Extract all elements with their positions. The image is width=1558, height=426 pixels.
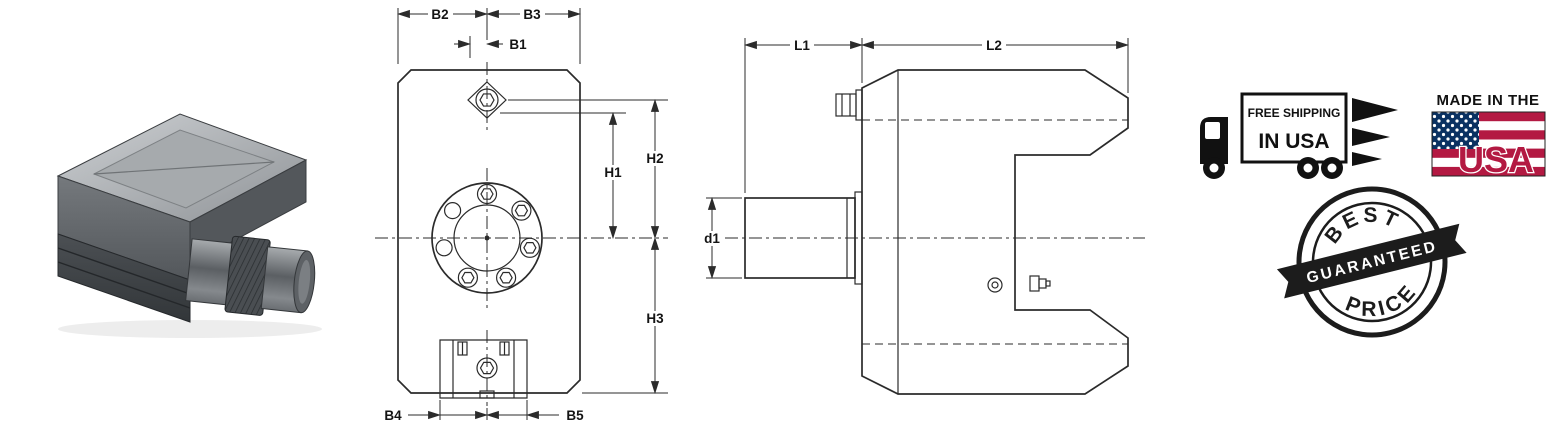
flange-bolt-circle	[431, 182, 543, 294]
made-in-usa-badge: MADE IN THE USA	[1431, 92, 1546, 181]
dim-label-b3: B3	[523, 7, 541, 22]
side-view-drawing: L1 L2 d1	[699, 37, 1145, 395]
free-shipping-text: FREE SHIPPING	[1248, 106, 1341, 120]
dimension-d1: d1	[699, 196, 742, 280]
dimension-h1-h2-h3: H1 H2 H3	[500, 98, 669, 395]
dim-label-l1: L1	[794, 38, 810, 53]
grease-fitting	[1029, 275, 1051, 292]
stamp-banner	[1276, 223, 1467, 299]
round-stamp-icon	[1276, 186, 1467, 338]
best-price-stamp: BEST GUARANTEED PRICE	[1276, 186, 1467, 338]
side-body-outline	[861, 69, 1129, 395]
photo-shadow	[58, 320, 322, 338]
dimension-l1-l2: L1 L2	[743, 37, 1130, 193]
dim-label-l2: L2	[986, 38, 1002, 53]
made-in-the-text: MADE IN THE	[1437, 92, 1540, 109]
in-usa-text: IN USA	[1258, 130, 1329, 153]
dimension-b4-b5: B4 B5	[380, 400, 588, 423]
tool-holder-body	[56, 113, 308, 323]
free-shipping-badge: FREE SHIPPING IN USA	[1200, 92, 1398, 179]
side-hole	[987, 277, 1003, 293]
top-clamp-screw	[467, 81, 507, 119]
badges-panel: FREE SHIPPING IN USA MADE IN THE USA	[1200, 92, 1546, 338]
bottom-clamp-block	[439, 339, 528, 399]
dim-label-b4: B4	[384, 408, 402, 423]
dim-label-b1: B1	[509, 37, 527, 52]
side-bolt	[835, 89, 863, 121]
truck-icon	[1200, 92, 1398, 179]
dim-label-h3: H3	[646, 311, 664, 326]
tool-holder-shank	[185, 235, 316, 316]
dim-label-h2: H2	[646, 151, 663, 166]
dim-label-d1: d1	[704, 231, 720, 246]
dim-label-b2: B2	[431, 7, 448, 22]
front-body-outline	[397, 69, 581, 394]
dim-label-b5: B5	[566, 408, 584, 423]
product-photo	[56, 113, 322, 338]
speed-line-icon	[1352, 128, 1390, 146]
speed-line-icon	[1352, 98, 1398, 122]
dim-label-h1: H1	[604, 165, 622, 180]
us-flag-icon	[1431, 111, 1546, 177]
speed-line-icon	[1352, 152, 1382, 166]
dimension-b2-b3: B2 B3	[396, 6, 582, 64]
dimension-b1: B1	[454, 36, 531, 58]
usa-text: USA	[1458, 139, 1534, 180]
front-view-drawing: B2 B3 B1 H1 H2 H3	[375, 6, 669, 423]
